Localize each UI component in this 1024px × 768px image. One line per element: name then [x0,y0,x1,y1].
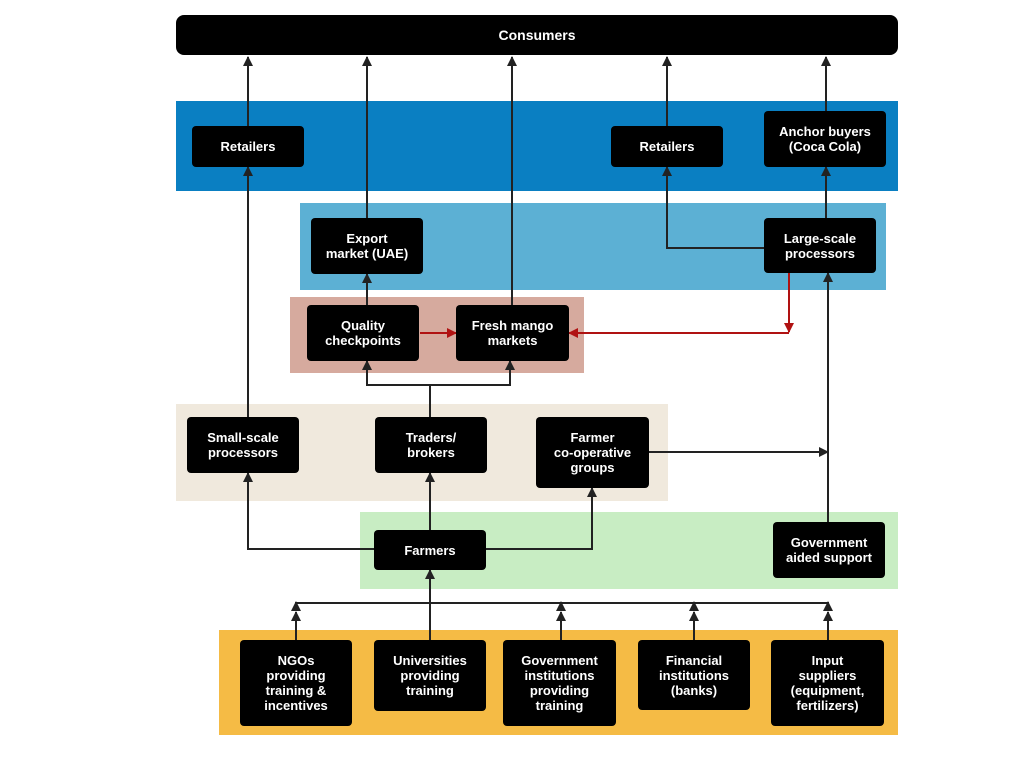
retailers-right-node: Retailers [611,126,723,167]
retailers-left-node: Retailers [192,126,304,167]
anchor-buyers-node: Anchor buyers (Coca Cola) [764,111,886,167]
edge-traders-to-fresh-mango [429,360,515,417]
government-support-node: Government aided support [773,522,885,578]
edge-large-scale-to-retailers [662,166,764,249]
quality-checkpoints-node: Quality checkpoints [307,305,419,361]
universities-node: Universities providing training [374,640,486,711]
financial-institutions-node: Financial institutions (banks) [638,640,750,710]
consumers-node: Consumers [176,15,898,55]
traders-brokers-node: Traders/ brokers [375,417,487,473]
edge-traders-to-quality [362,360,431,417]
edge-farmers-to-small-scale [243,472,374,550]
farmer-groups-node: Farmer co-operative groups [536,417,649,488]
export-market-node: Export market (UAE) [311,218,423,274]
large-scale-processors-node: Large-scale processors [764,218,876,273]
government-institutions-node: Government institutions providing traini… [503,640,616,726]
farmers-node: Farmers [374,530,486,570]
ngos-node: NGOs providing training & incentives [240,640,352,726]
small-scale-processors-node: Small-scale processors [187,417,299,473]
fresh-mango-markets-node: Fresh mango markets [456,305,569,361]
input-suppliers-node: Input suppliers (equipment, fertilizers) [771,640,884,726]
edge-farmers-to-groups [486,487,597,550]
